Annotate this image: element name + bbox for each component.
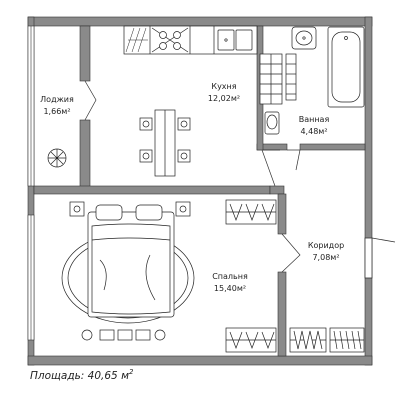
room-area-loggia: 1,66м² bbox=[43, 107, 70, 116]
sink-icon bbox=[217, 29, 253, 51]
washbasin-icon bbox=[291, 26, 317, 50]
coat-rack bbox=[329, 327, 365, 353]
wall-loggia-kitchen-lower bbox=[79, 119, 91, 194]
entrance-door bbox=[364, 237, 396, 279]
room-name-loggia: Лоджия bbox=[40, 95, 74, 104]
room-area-corridor: 7,08м² bbox=[312, 253, 339, 262]
dining-table bbox=[139, 109, 191, 177]
wall-loggia-kitchen-upper bbox=[79, 25, 91, 82]
lamp-icon bbox=[81, 329, 166, 341]
kitchen-shelving bbox=[259, 53, 283, 105]
bedroom-furniture bbox=[61, 199, 277, 353]
wall-bedroom-corridor-upper bbox=[277, 193, 287, 235]
walls bbox=[27, 16, 373, 366]
total-area-label: Площадь: 40,65 м bbox=[30, 370, 129, 382]
loggia-window bbox=[27, 25, 35, 187]
room-labels: Лоджия 1,66м² Кухня 12,02м² Ванная 4,48м… bbox=[40, 82, 344, 293]
kitchen-hatch bbox=[125, 27, 148, 53]
plant-icon bbox=[47, 148, 67, 168]
wall-right bbox=[364, 16, 373, 366]
total-area-exponent: 2 bbox=[129, 368, 134, 376]
kitchen-counter bbox=[123, 25, 258, 55]
bathtub-icon bbox=[327, 26, 365, 108]
wall-bath-corridor-v bbox=[269, 185, 285, 195]
wall-kitchen-bedroom bbox=[33, 185, 271, 195]
wardrobe-top bbox=[225, 199, 277, 225]
kitchen-door bbox=[261, 149, 276, 187]
toilet-icon bbox=[264, 111, 280, 135]
wall-bath-bottom bbox=[299, 143, 366, 151]
towel-rack bbox=[285, 53, 297, 101]
bathroom-door-leaf bbox=[295, 149, 301, 171]
bed-icon bbox=[87, 204, 175, 318]
room-name-bathroom: Ванная bbox=[299, 115, 330, 124]
room-name-bedroom: Спальня bbox=[212, 272, 248, 281]
room-area-kitchen: 12,02м² bbox=[208, 94, 240, 103]
wall-bottom bbox=[27, 355, 373, 366]
chair-icon bbox=[139, 117, 191, 163]
room-area-bathroom: 4,48м² bbox=[300, 127, 327, 136]
room-name-kitchen: Кухня bbox=[211, 82, 236, 91]
bedroom-window bbox=[27, 214, 35, 341]
room-name-corridor: Коридор bbox=[308, 241, 344, 250]
room-area-bedroom: 15,40м² bbox=[214, 284, 246, 293]
wardrobe-bottom bbox=[225, 327, 277, 353]
wall-bedroom-corridor-lower bbox=[277, 271, 287, 357]
bedroom-door bbox=[281, 233, 301, 273]
shoe-rack bbox=[289, 327, 327, 353]
total-area: Площадь: 40,65 м2 bbox=[30, 368, 134, 382]
bathroom-fixtures bbox=[264, 26, 365, 135]
wall-top bbox=[27, 16, 373, 27]
corridor-furniture bbox=[289, 327, 365, 353]
loggia-door bbox=[84, 80, 97, 121]
doors bbox=[84, 80, 301, 273]
stove-icon bbox=[159, 31, 181, 50]
nightstand-icon bbox=[69, 201, 191, 217]
